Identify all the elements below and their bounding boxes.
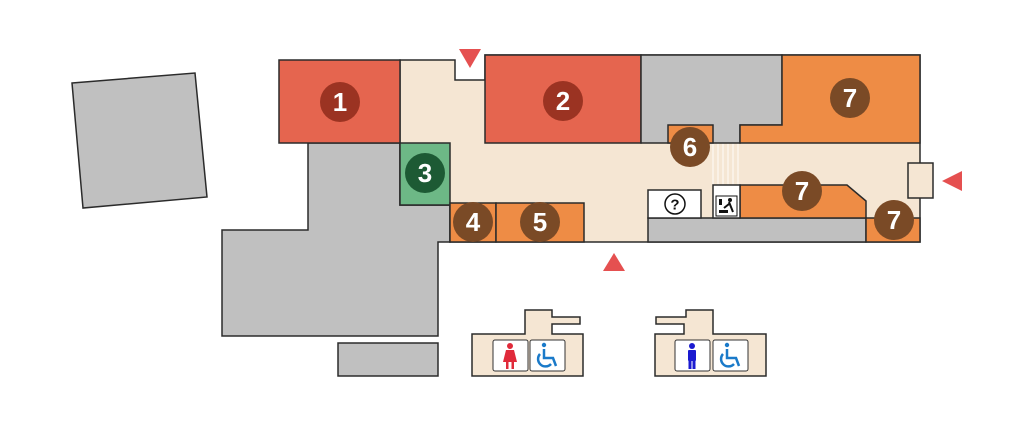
entrance-north-arrow-icon	[459, 49, 481, 68]
marker-label: 3	[418, 158, 432, 188]
annex-building	[337, 342, 439, 377]
east-entrance-vestibule	[907, 162, 934, 199]
entrance-east-arrow-icon	[942, 171, 962, 191]
male-toilet-icon	[688, 343, 696, 369]
marker-label: 6	[683, 132, 697, 162]
area-7a-shop[interactable]	[739, 54, 921, 144]
marker-area-6[interactable]: 6	[670, 127, 710, 167]
marker-label: 7	[795, 176, 809, 206]
escalator	[712, 143, 739, 185]
marker-area-7b[interactable]: 7	[782, 171, 822, 211]
entrance-south-arrow-icon	[603, 253, 625, 271]
marker-area-7c[interactable]: 7	[874, 200, 914, 240]
marker-area-5[interactable]: 5	[520, 202, 560, 242]
marker-area-2[interactable]: 2	[543, 81, 583, 121]
female-toilet-icon	[503, 343, 517, 369]
marker-label: 7	[887, 205, 901, 235]
info-label: ?	[670, 197, 679, 214]
detached-building	[71, 72, 208, 209]
marker-label: 4	[466, 207, 481, 237]
baby-changing-icon	[715, 195, 738, 217]
marker-label: 1	[333, 87, 347, 117]
marker-label: 2	[556, 86, 570, 116]
marker-area-1[interactable]: 1	[320, 82, 360, 122]
service-block	[647, 217, 867, 243]
marker-area-7a[interactable]: 7	[830, 78, 870, 118]
question-icon	[664, 193, 686, 215]
marker-label: 5	[533, 207, 547, 237]
wheelchair-icon	[536, 342, 558, 368]
wheelchair-icon	[719, 342, 741, 368]
marker-label: 7	[843, 83, 857, 113]
marker-area-4[interactable]: 4	[453, 202, 493, 242]
marker-area-3[interactable]: 3	[405, 153, 445, 193]
